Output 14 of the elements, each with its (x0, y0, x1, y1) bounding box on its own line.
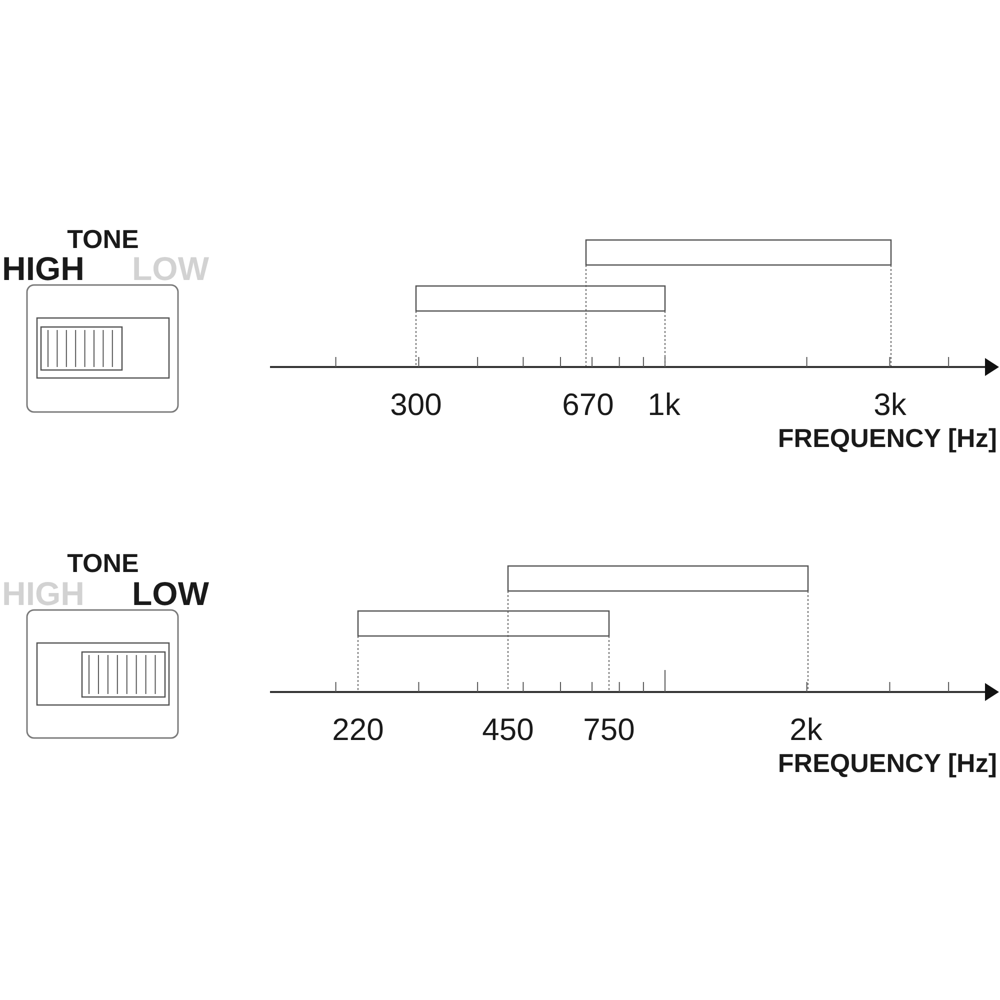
switch-title: TONE (67, 226, 139, 252)
switch-position-label: HIGH (2, 252, 84, 285)
frequency-value: 220 (332, 714, 384, 745)
frequency-value: 2k (790, 714, 822, 745)
switch-title: TONE (67, 550, 139, 576)
frequency-value: 450 (482, 714, 534, 745)
axis-label: FREQUENCY [Hz] (778, 424, 997, 451)
frequency-value: 1k (648, 388, 680, 420)
frequency-value: 670 (562, 388, 614, 420)
frequency-value: 3k (874, 388, 906, 420)
frequency-value: 300 (390, 388, 442, 420)
axis-label: FREQUENCY [Hz] (778, 750, 997, 776)
frequency-value: 750 (583, 714, 635, 745)
switch-position-label: LOW (132, 576, 209, 610)
